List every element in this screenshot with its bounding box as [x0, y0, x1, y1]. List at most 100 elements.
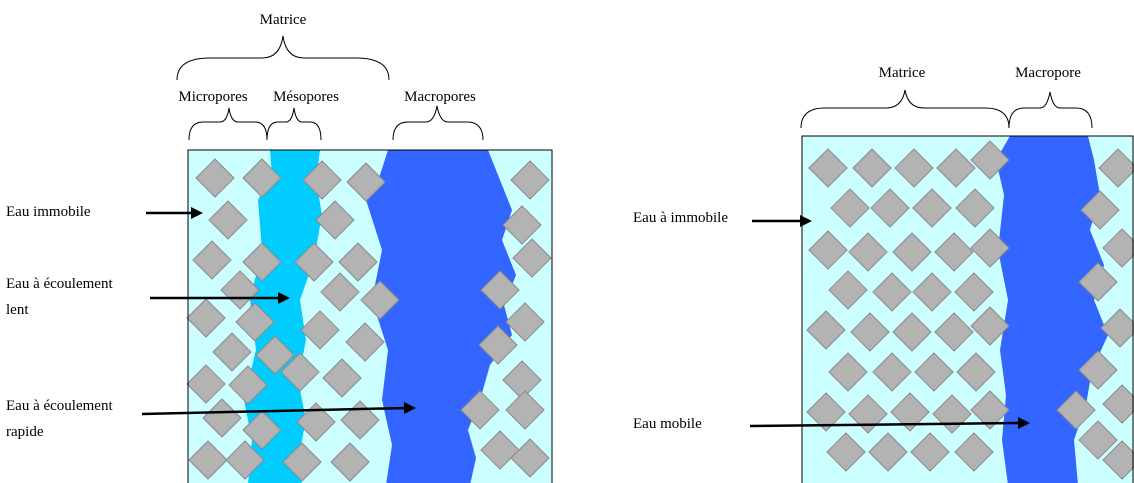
soil-particle	[910, 432, 950, 472]
soil-particle	[892, 232, 932, 272]
soil-particle	[188, 440, 228, 480]
soil-particle	[505, 302, 545, 342]
soil-particle	[954, 432, 994, 472]
soil-particle	[242, 410, 282, 450]
soil-particle	[296, 402, 336, 442]
left-frame	[187, 149, 553, 483]
left-eau-rapide-label-line1: Eau à écoulement	[6, 398, 113, 414]
left-diagram: Matrice Micropores Mésopores Macropores …	[6, 12, 553, 483]
soil-particle	[478, 325, 518, 365]
right-macropore-label: Macropore	[1015, 65, 1081, 81]
soil-particle	[850, 312, 890, 352]
right-frame	[801, 135, 1134, 483]
soil-particle	[480, 430, 520, 470]
soil-particle	[808, 230, 848, 270]
soil-particle	[208, 200, 248, 240]
left-eau-lent-label-line1: Eau à écoulement	[6, 276, 113, 292]
soil-particle	[955, 188, 995, 228]
soil-particle	[914, 352, 954, 392]
soil-particle	[912, 188, 952, 228]
soil-particle	[346, 162, 386, 202]
soil-particle	[322, 358, 362, 398]
soil-particle	[225, 440, 265, 480]
soil-particle	[870, 188, 910, 228]
soil-particle	[294, 242, 334, 282]
soil-particle	[242, 158, 282, 198]
soil-particle	[228, 365, 268, 405]
right-particles	[806, 140, 1134, 480]
soil-particle	[235, 302, 275, 342]
soil-particle	[830, 188, 870, 228]
right-matrice-brace	[800, 89, 1010, 129]
soil-particle	[302, 160, 342, 200]
soil-particle	[970, 306, 1010, 346]
soil-particle	[512, 238, 552, 278]
soil-particle	[280, 352, 320, 392]
soil-particle	[1102, 440, 1134, 480]
left-macropores-brace	[392, 105, 484, 141]
soil-particle	[212, 332, 252, 372]
soil-particle	[872, 272, 912, 312]
soil-particle	[868, 432, 908, 472]
left-arrow-eau-rapide	[141, 402, 416, 416]
soil-particle	[242, 242, 282, 282]
soil-particle	[1078, 262, 1118, 302]
soil-particle	[828, 352, 868, 392]
soil-particle	[338, 242, 378, 282]
soil-particle	[1080, 190, 1120, 230]
soil-particle	[330, 442, 370, 482]
right-matrice-label: Matrice	[879, 65, 926, 81]
left-mesopores-label: Mésopores	[273, 89, 339, 105]
soil-particle	[360, 280, 400, 320]
soil-particle	[954, 272, 994, 312]
soil-particle	[808, 148, 848, 188]
soil-particle	[1056, 390, 1096, 430]
soil-particle	[460, 390, 500, 430]
left-matrice-brace	[176, 35, 390, 81]
soil-particle	[806, 310, 846, 350]
right-eau-mobile-label: Eau mobile	[633, 416, 702, 432]
soil-particle	[848, 232, 888, 272]
soil-particle	[186, 298, 226, 338]
soil-particle	[936, 148, 976, 188]
left-matrice-label: Matrice	[260, 12, 307, 28]
soil-particle	[934, 312, 974, 352]
soil-particle	[502, 205, 542, 245]
left-eau-lent-label-line2: lent	[6, 302, 29, 318]
soil-particle	[195, 158, 235, 198]
soil-particle	[892, 312, 932, 352]
left-particles	[186, 158, 552, 482]
soil-particle	[192, 240, 232, 280]
soil-particle	[510, 438, 550, 478]
left-micropores-brace	[188, 107, 268, 141]
soil-particle	[186, 364, 226, 404]
left-mesopore-channel	[244, 150, 322, 483]
left-mesopores-brace	[266, 107, 322, 141]
soil-particle	[828, 270, 868, 310]
right-eau-immobile-label: Eau à immobile	[633, 210, 728, 226]
left-arrow-eau-lent	[150, 292, 290, 304]
soil-particle	[1102, 228, 1134, 268]
soil-particle	[300, 310, 340, 350]
soil-particle	[970, 140, 1010, 180]
soil-particle	[255, 335, 295, 375]
soil-particle	[970, 390, 1010, 430]
left-macropores-label: Macropores	[404, 89, 476, 105]
soil-particle	[345, 322, 385, 362]
soil-particle	[1102, 384, 1134, 424]
left-eau-immobile-label: Eau immobile	[6, 204, 91, 220]
soil-particle	[806, 392, 846, 432]
soil-particle	[1078, 420, 1118, 460]
soil-particle	[894, 148, 934, 188]
left-arrow-eau-immobile	[146, 207, 203, 219]
soil-particle	[320, 272, 360, 312]
left-micropores-label: Micropores	[178, 89, 247, 105]
right-arrow-eau-immobile	[752, 215, 812, 227]
soil-particle	[890, 392, 930, 432]
soil-particle	[872, 352, 912, 392]
right-diagram: Matrice Macropore Eau à immobile Eau mob…	[633, 65, 1134, 483]
soil-particle	[852, 148, 892, 188]
soil-particle	[480, 270, 520, 310]
right-macropore-brace	[1008, 91, 1093, 129]
